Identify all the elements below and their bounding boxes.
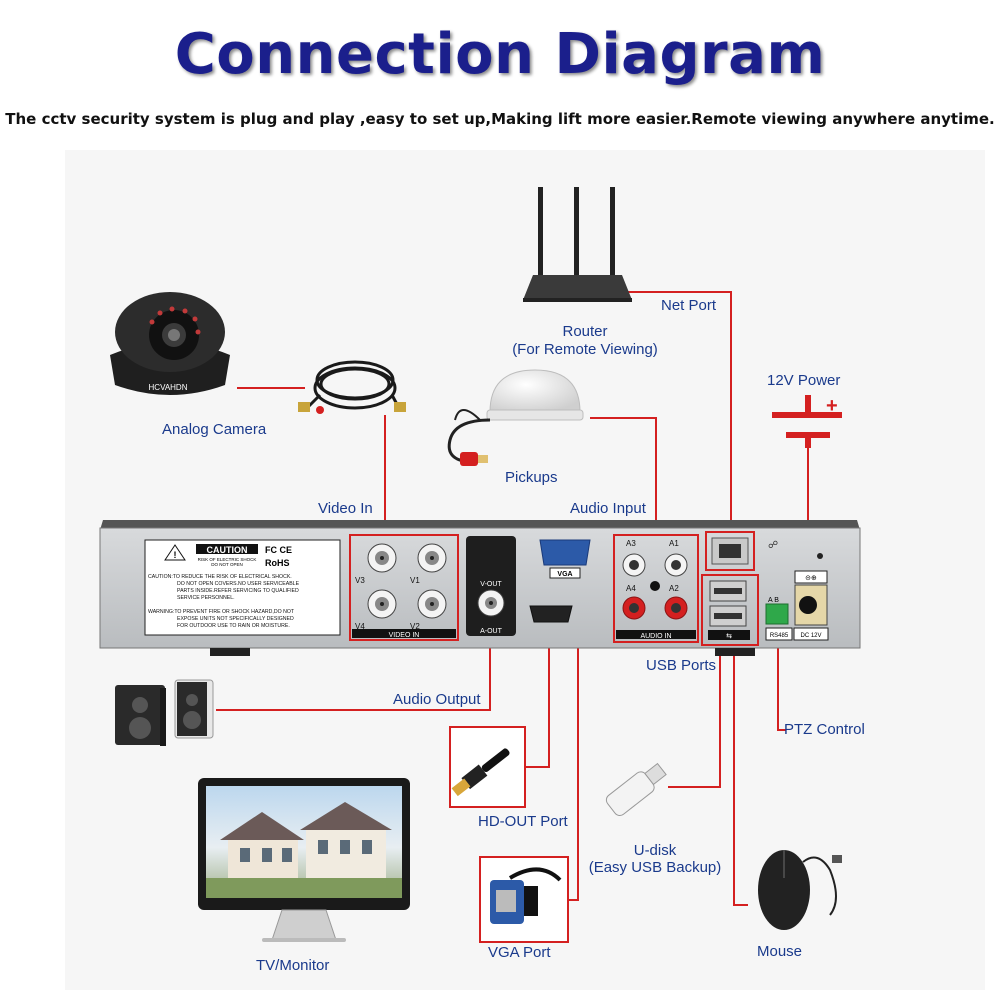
router-label: Router	[562, 323, 608, 340]
power-symbol-icon: +	[772, 395, 842, 448]
vout-aout-block	[466, 536, 516, 636]
wire-vga	[568, 570, 579, 901]
u-disk-icon	[605, 762, 667, 817]
svg-text:A4: A4	[626, 584, 636, 593]
svg-text:RoHS: RoHS	[265, 558, 290, 568]
svg-text:DC 12V: DC 12V	[800, 633, 821, 639]
udisk-label: U-disk	[633, 842, 677, 859]
usb-ports-highlight	[701, 574, 759, 646]
power-label: 12V Power	[767, 372, 841, 389]
wire-net-port	[612, 291, 732, 532]
rs485-terminal	[765, 603, 789, 625]
pickups-label: Pickups	[505, 469, 558, 486]
wire-hdmi	[525, 626, 550, 768]
wire-ptz	[777, 628, 786, 731]
ptz-label: PTZ Control	[784, 721, 865, 738]
svg-text:WARNING:TO PREVENT FIRE OR SHO: WARNING:TO PREVENT FIRE OR SHOCK HAZARD,…	[148, 609, 295, 615]
mouse-icon	[758, 850, 842, 930]
wire-audio-in	[590, 417, 657, 535]
svg-text:SERVICE PERSONNEL.: SERVICE PERSONNEL.	[177, 595, 235, 601]
page-subtitle: The cctv security system is plug and pla…	[5, 110, 995, 128]
camera-label: Analog Camera	[162, 421, 267, 438]
svg-text:RISK OF ELECTRIC SHOCK: RISK OF ELECTRIC SHOCK	[198, 557, 257, 562]
svg-text:A2: A2	[669, 584, 679, 593]
mouse-label: Mouse	[757, 943, 803, 960]
hdmi-cable-icon	[451, 748, 510, 797]
net-port-highlight	[705, 531, 755, 571]
page-title: Connection Diagram	[174, 22, 826, 87]
hdout-label: HD-OUT Port	[478, 813, 568, 830]
svg-text:DO NOT OPEN: DO NOT OPEN	[211, 562, 242, 567]
audio-input-label: Audio Input	[570, 500, 646, 517]
tv-label: TV/Monitor	[256, 957, 330, 974]
svg-text:VIDEO IN: VIDEO IN	[389, 632, 420, 639]
net-port-label: Net Port	[661, 297, 717, 314]
svg-text:V4: V4	[355, 622, 365, 631]
wire-usb-disk	[668, 645, 721, 788]
svg-text:DO NOT OPEN COVERS.NO USER SER: DO NOT OPEN COVERS.NO USER SERVICEABLE	[177, 581, 300, 587]
svg-text:⊝⊕: ⊝⊕	[805, 574, 817, 582]
svg-text:AUDIO IN: AUDIO IN	[640, 633, 671, 640]
svg-text:⇆: ⇆	[726, 632, 732, 640]
dvr-rear-panel: ! CAUTION RISK OF ELECTRIC SHOCK DO NOT …	[99, 520, 861, 656]
video-in-highlight	[349, 534, 459, 641]
svg-text:☍: ☍	[768, 540, 778, 551]
hdout-box	[449, 726, 526, 808]
svg-text:+: +	[826, 395, 838, 417]
svg-text:VGA: VGA	[557, 571, 572, 578]
svg-text:EXPOSE UNITS NOT SPECIFICALLY: EXPOSE UNITS NOT SPECIFICALLY DESIGNED	[177, 616, 294, 622]
camera-brand-text: HCVAHDN	[149, 383, 188, 392]
audio-in-ports	[622, 553, 688, 620]
audio-output-label: Audio Output	[393, 691, 481, 708]
vga-cable-icon	[490, 867, 562, 924]
pickup-microphone-icon	[447, 369, 584, 466]
svg-text:A3: A3	[626, 539, 636, 548]
svg-text:FC CE: FC CE	[265, 545, 292, 555]
svg-text:CAUTION: CAUTION	[207, 545, 248, 555]
svg-text:PARTS INSIDE.REFER SERVICING T: PARTS INSIDE.REFER SERVICING TO QUALIFIE…	[177, 588, 299, 594]
bnc-cable-icon	[298, 360, 406, 414]
analog-camera-icon: HCVAHDN	[110, 292, 230, 395]
udisk-sublabel: (Easy USB Backup)	[588, 859, 722, 876]
audio-in-highlight	[613, 534, 699, 643]
speakers-icon	[115, 679, 214, 746]
router-sublabel: (For Remote Viewing)	[512, 341, 658, 358]
svg-text:V-OUT: V-OUT	[480, 581, 502, 588]
svg-text:A B: A B	[768, 597, 779, 604]
video-in-label: Video In	[318, 500, 373, 517]
svg-text:A-OUT: A-OUT	[480, 628, 503, 635]
svg-text:V2: V2	[410, 622, 420, 631]
hdmi-port	[529, 605, 573, 623]
tv-monitor-icon	[198, 778, 410, 942]
svg-text:V3: V3	[355, 576, 365, 585]
svg-text:A1: A1	[669, 539, 679, 548]
wire-usb-mouse	[733, 645, 748, 906]
usb-ports-label: USB Ports	[646, 657, 717, 674]
svg-text:RS485: RS485	[770, 633, 789, 639]
router-icon	[523, 187, 632, 302]
svg-text:!: !	[174, 550, 177, 560]
vga-port	[539, 539, 591, 566]
svg-text:V1: V1	[410, 576, 420, 585]
wire-audio-output	[216, 620, 491, 711]
svg-text:FOR OUTDOOR USE TO RAIN OR MOI: FOR OUTDOOR USE TO RAIN OR MOISTURE.	[177, 623, 290, 629]
vga-port-label: VGA Port	[488, 944, 551, 961]
video-in-ports	[367, 543, 447, 619]
svg-text:CAUTION:TO REDUCE THE RISK OF: CAUTION:TO REDUCE THE RISK OF ELECTRICAL…	[148, 574, 292, 580]
